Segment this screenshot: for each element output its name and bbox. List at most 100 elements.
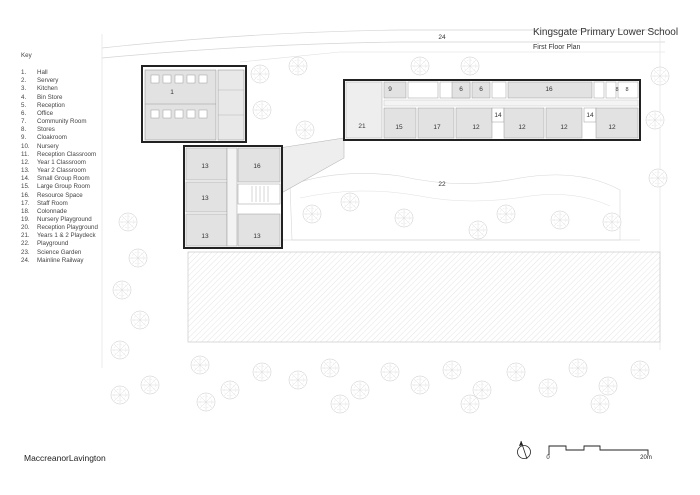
hall-block xyxy=(141,65,247,143)
key-item: 12.Year 1 Classroom xyxy=(21,159,98,167)
key-item-number: 7. xyxy=(21,118,27,126)
key-item-number: 2. xyxy=(21,77,27,85)
plan-key: Key 1. Hall 2. Servery 3. Kitchen 4. Bin Store 5… xyxy=(21,52,98,265)
key-item-number: 22. xyxy=(21,240,30,248)
key-item-number: 23. xyxy=(21,248,30,256)
site-context xyxy=(101,29,665,368)
key-item-label: Community Room xyxy=(37,118,87,126)
room-label-cloak: 9 xyxy=(388,86,392,93)
key-heading: Key xyxy=(21,52,32,59)
room-label-resource-north: 16 xyxy=(545,86,553,93)
room-label-year2-b: 13 xyxy=(201,195,209,202)
key-item-label: Colonnade xyxy=(37,207,67,215)
room-label-year2-d: 13 xyxy=(253,233,261,240)
key-item-number: 21. xyxy=(21,232,30,240)
key-item-label: Reception Classroom xyxy=(37,150,97,158)
firm-name: MaccreanorLavington xyxy=(24,453,106,463)
key-item-label: Mainline Railway xyxy=(37,256,84,264)
key-item: 9.Cloakroom xyxy=(21,134,98,142)
north-block xyxy=(343,79,641,141)
room-label-small-group-a: 14 xyxy=(494,112,502,119)
key-item: 17. Staff Room xyxy=(21,200,98,208)
key-item: 15. Large Group Room xyxy=(21,183,98,191)
key-item-label: Servery xyxy=(37,77,59,85)
room-label-large-group: 15 xyxy=(395,124,403,131)
room-label-office-a: 6 xyxy=(459,86,463,93)
key-item-label: Bin Store xyxy=(37,93,63,101)
room-label-year2-c: 13 xyxy=(201,233,209,240)
key-item-label: Staff Room xyxy=(37,199,68,207)
key-item: 1. Hall xyxy=(21,69,98,77)
room-label-year1-d: 12 xyxy=(608,124,616,131)
key-item-label: Reception xyxy=(37,101,65,109)
key-item: 6. Office xyxy=(21,110,98,118)
key-item: 24. Mainline Railway xyxy=(21,257,98,265)
key-item-label: Resource Space xyxy=(37,191,83,199)
key-item-number: 18. xyxy=(21,207,30,215)
key-item-label: Nursery xyxy=(37,142,59,150)
key-item-number: 19. xyxy=(21,215,30,223)
key-item: 8.Stores xyxy=(21,126,98,134)
key-item: 7. Community Room xyxy=(21,118,98,126)
area-label-playground: 22 xyxy=(438,181,446,188)
key-item-label: Stores xyxy=(37,126,55,134)
key-item-number: 13. xyxy=(21,167,30,175)
key-item-number: 6. xyxy=(21,109,27,117)
room-label-office-b: 6 xyxy=(479,86,483,93)
plan-subtitle: First Floor Plan xyxy=(533,44,581,51)
key-item: 21. Years 1 & 2 Playdeck xyxy=(21,232,98,240)
room-label-staff: 17 xyxy=(433,124,441,131)
key-item: 18. Colonnade xyxy=(21,208,98,216)
key-item: 10. Nursery xyxy=(21,143,98,151)
scale-end-label: 20m xyxy=(640,455,652,461)
key-item-label: Office xyxy=(37,109,54,117)
key-item: 2. Servery xyxy=(21,77,98,85)
room-label-year1-b: 12 xyxy=(518,124,526,131)
adjacent-building xyxy=(187,251,661,343)
key-item-number: 16. xyxy=(21,191,30,199)
key-item-number: 17. xyxy=(21,199,30,207)
key-item-number: 1. xyxy=(21,69,27,77)
key-item-label: Large Group Room xyxy=(37,183,90,191)
scale-bar: 0 20m xyxy=(546,445,652,461)
key-item-number: 12. xyxy=(21,158,30,166)
key-item-label: Kitchen xyxy=(37,85,58,93)
key-item-label: Years 1 & 2 Playdeck xyxy=(37,232,96,240)
key-item: 3. Kitchen xyxy=(21,85,98,93)
key-item-label: Reception Playground xyxy=(37,224,98,232)
key-item: 4. Bin Store xyxy=(21,94,98,102)
key-item: 16. Resource Space xyxy=(21,192,98,200)
key-item-number: 3. xyxy=(21,85,27,93)
room-label-hall: 1 xyxy=(170,89,174,96)
room-label-year1-c: 12 xyxy=(560,124,568,131)
key-item-number: 15. xyxy=(21,183,30,191)
key-item: 14.Small Group Room xyxy=(21,175,98,183)
key-item-number: 24. xyxy=(21,256,30,264)
key-item-label: Year 2 Classroom xyxy=(37,167,86,175)
north-arrow-icon xyxy=(517,440,531,460)
key-item-number: 5. xyxy=(21,101,27,109)
room-label-store-a: 8 xyxy=(615,87,618,93)
west-block xyxy=(183,145,283,249)
key-item: 13. Year 2 Classroom xyxy=(21,167,98,175)
room-label-year2-a: 13 xyxy=(201,163,209,170)
key-item-number: 11. xyxy=(21,150,30,158)
key-item: 22. Playground xyxy=(21,240,98,248)
key-item-label: Hall xyxy=(37,69,48,77)
key-item: 19. Nursery Playground xyxy=(21,216,98,224)
key-item-label: Small Group Room xyxy=(37,175,90,183)
key-item-number: 20. xyxy=(21,224,30,232)
key-item-label: Playground xyxy=(37,240,69,248)
room-label-store-b: 8 xyxy=(625,87,628,93)
room-label-year1-a: 12 xyxy=(472,124,480,131)
key-item: 20. Reception Playground xyxy=(21,224,98,232)
area-label-railway: 24 xyxy=(438,34,446,41)
key-item-label: Nursery Playground xyxy=(37,215,92,223)
key-item-label: Science Garden xyxy=(37,248,82,256)
key-item-number: 4. xyxy=(21,93,27,101)
room-label-resource-wing: 16 xyxy=(253,163,261,170)
key-item-number: 10. xyxy=(21,142,30,150)
key-item-label: Cloakroom xyxy=(37,134,67,142)
key-item: 23. Science Garden xyxy=(21,249,98,257)
